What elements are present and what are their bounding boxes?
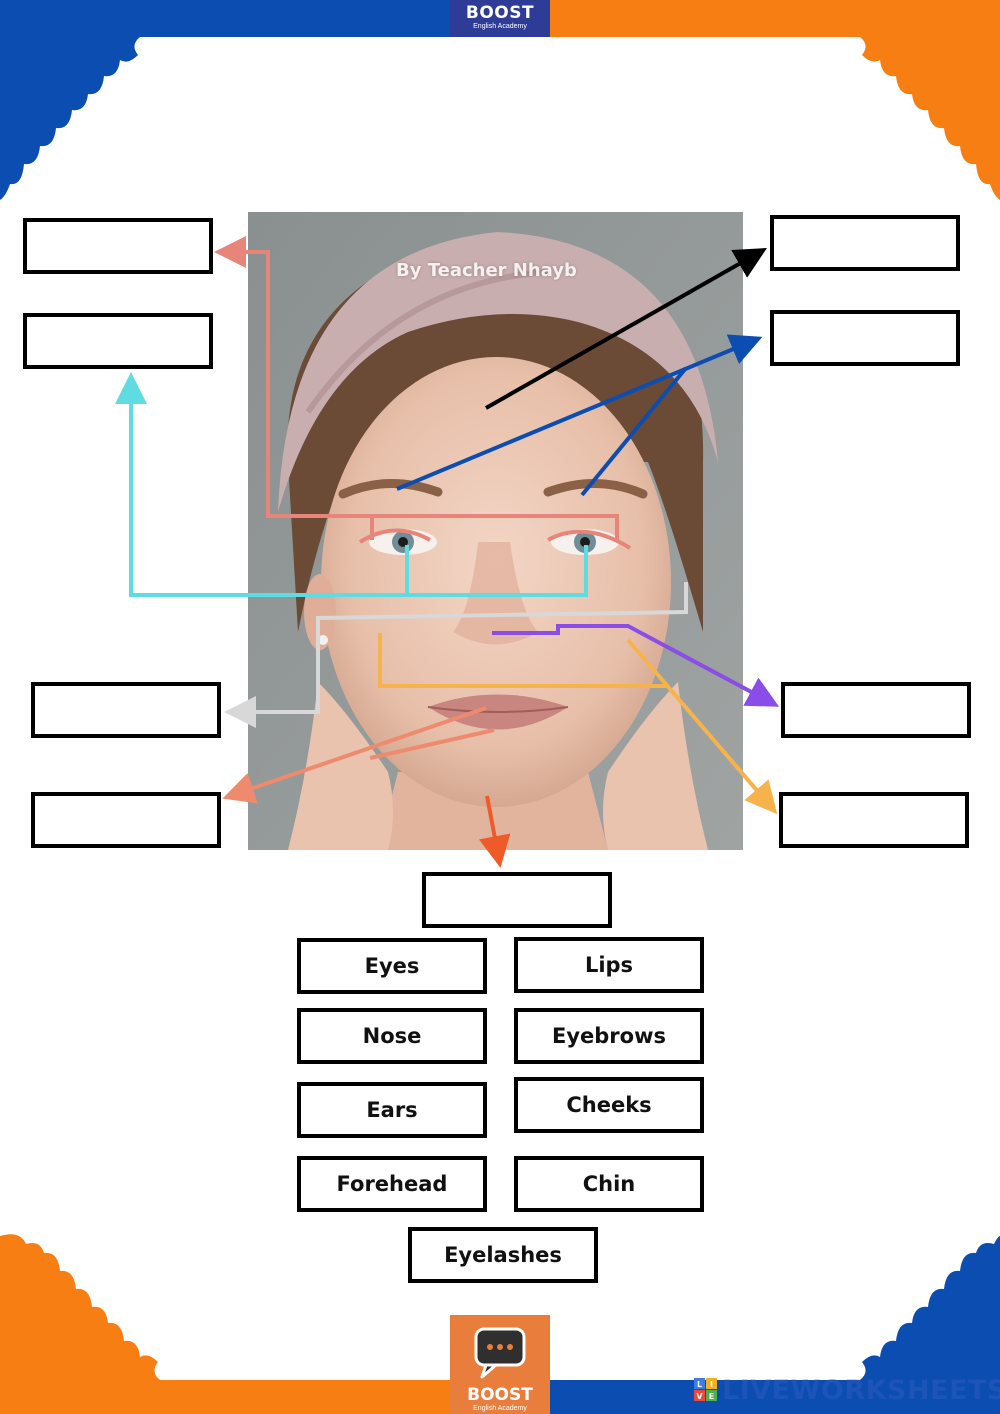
chat-bubble-icon	[472, 1327, 528, 1379]
word-chin[interactable]: Chin	[514, 1156, 704, 1212]
word-eyes[interactable]: Eyes	[297, 938, 487, 994]
svg-text:V: V	[696, 1392, 703, 1401]
live-badge-icon: L I V E	[694, 1378, 718, 1402]
svg-text:E: E	[709, 1392, 714, 1401]
liveworksheets-watermark: L I V E LIVEWORKSHEETS	[694, 1376, 1000, 1404]
answer-box-nose[interactable]	[781, 682, 971, 738]
word-ears[interactable]: Ears	[297, 1082, 487, 1138]
brand-subtitle-bottom: English Academy	[450, 1404, 550, 1413]
answer-box-cheeks[interactable]	[779, 792, 969, 848]
word-eyebrows[interactable]: Eyebrows	[514, 1008, 704, 1064]
answer-box-eyelashes[interactable]	[23, 218, 213, 274]
word-forehead[interactable]: Forehead	[297, 1156, 487, 1212]
answer-box-chin[interactable]	[422, 872, 612, 928]
word-cheeks[interactable]: Cheeks	[514, 1077, 704, 1133]
answer-box-eyes[interactable]	[23, 313, 213, 369]
brand-name-bottom: BOOST	[450, 1386, 550, 1404]
answer-box-forehead[interactable]	[770, 215, 960, 271]
word-eyelashes[interactable]: Eyelashes	[408, 1227, 598, 1283]
boost-logo-bottom: BOOST English Academy	[450, 1315, 550, 1414]
answer-box-ears[interactable]	[31, 682, 221, 738]
word-nose[interactable]: Nose	[297, 1008, 487, 1064]
liveworksheets-text: LIVEWORKSHEETS	[722, 1375, 1000, 1406]
answer-box-lips[interactable]	[31, 792, 221, 848]
word-lips[interactable]: Lips	[514, 937, 704, 993]
svg-text:L: L	[697, 1380, 702, 1389]
answer-box-eyebrows[interactable]	[770, 310, 960, 366]
svg-text:I: I	[710, 1380, 713, 1389]
